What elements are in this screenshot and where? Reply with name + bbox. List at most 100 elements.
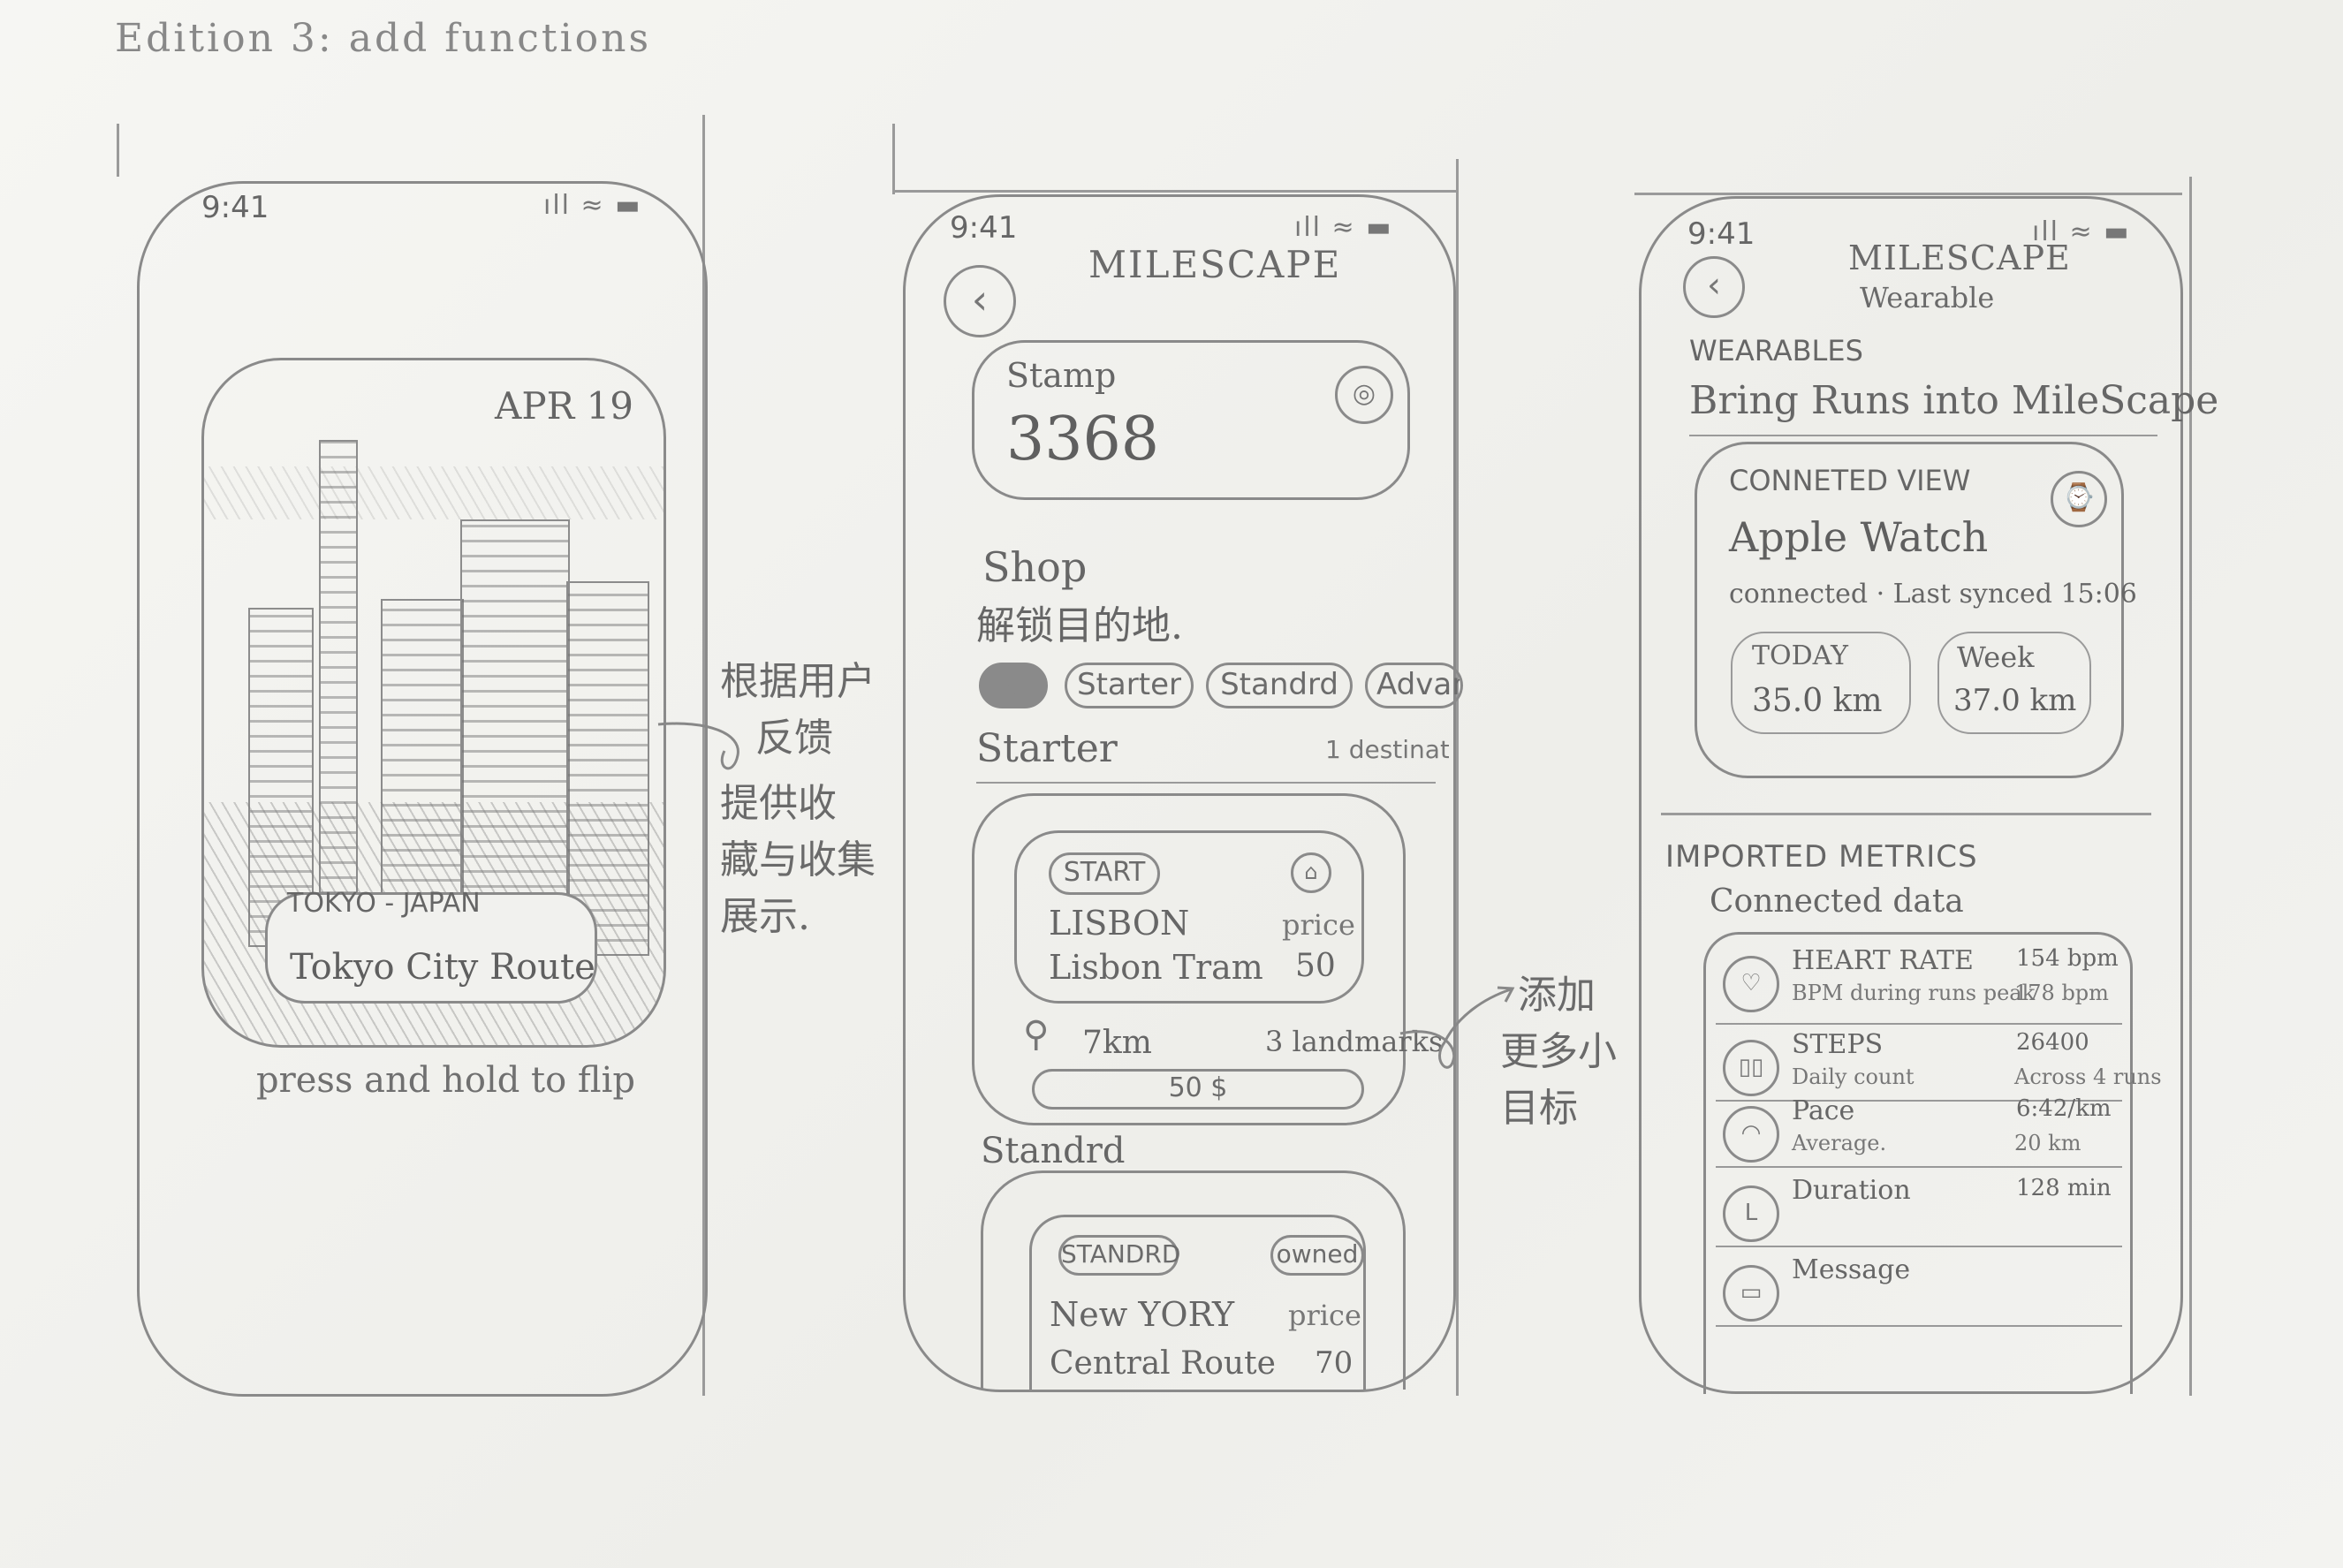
building-sketch	[566, 581, 649, 956]
metric-row[interactable]: ▭ Message	[1716, 1254, 2122, 1327]
annotation-note-1: 根据用户 反馈 提供收 藏与收集 展示.	[720, 654, 876, 945]
status-icons: ıll ≈ ▬	[1294, 212, 1393, 243]
standard-route-card[interactable]: STANDRD owned New YORY price Central Rou…	[1029, 1215, 1366, 1390]
phone-frame-2	[903, 194, 1456, 1392]
week-tile: Week 37.0 km	[1937, 632, 2091, 734]
speedometer-icon: ◠	[1723, 1106, 1779, 1163]
message-icon: ▭	[1723, 1265, 1779, 1322]
stamp-value: 3368	[1006, 405, 1160, 474]
sky-sketch	[204, 466, 663, 519]
filter-standard[interactable]: Standrd	[1206, 663, 1353, 708]
metric-sub: Daily count	[1792, 1064, 1915, 1089]
week-value: 37.0 km	[1953, 683, 2077, 718]
filter-advanced[interactable]: Advan	[1365, 663, 1463, 708]
annotation-line: 提供收	[720, 781, 837, 826]
annotation-note-2: 添加 更多小 目标	[1500, 967, 1617, 1137]
phone-frame-1	[137, 181, 708, 1397]
annotation-line: 更多小	[1500, 1029, 1617, 1074]
route-name: Tokyo City Route	[290, 947, 595, 988]
route-city: LISBON	[1049, 904, 1190, 943]
imported-title: IMPORTED METRICS	[1665, 839, 1978, 875]
divider	[1661, 813, 2151, 815]
starter-route-card[interactable]: START ⌂ LISBON price Lisbon Tram 50	[1014, 830, 1364, 1004]
filter-all[interactable]: All	[979, 663, 1048, 708]
sheet-title: Edition 3: add functions	[115, 16, 652, 61]
route-title: Lisbon Tram	[1049, 948, 1263, 987]
stamp-card: Stamp 3368 ◎	[972, 340, 1410, 500]
divider	[976, 782, 1436, 784]
standard-outer-card[interactable]	[981, 1170, 1406, 1390]
flip-hint: press and hold to flip	[256, 1060, 636, 1101]
imported-subtitle: Connected data	[1710, 883, 1964, 920]
buy-button[interactable]: 50 $	[1032, 1069, 1364, 1110]
route-title: Central Route	[1050, 1345, 1276, 1382]
shop-title: Shop	[982, 543, 1088, 591]
frame-guide	[702, 115, 705, 1396]
annotation-line: 添加	[1518, 973, 1596, 1018]
starter-outer-card[interactable]	[972, 793, 1406, 1125]
filter-starter[interactable]: Starter	[1065, 663, 1194, 708]
connected-device-card[interactable]: CONNETED VIEW ⌚ Apple Watch connected · …	[1695, 442, 2137, 778]
postcard-date: APR 19	[495, 384, 634, 428]
price-label: price	[1288, 1299, 1361, 1332]
metric-name: Duration	[1792, 1175, 1911, 1206]
annotation-line: 藏与收集	[720, 837, 876, 882]
today-label: TODAY	[1752, 640, 1848, 671]
metric-sub-value: 178 bpm	[2014, 981, 2109, 1005]
connected-view-label: CONNETED VIEW	[1729, 464, 1971, 497]
postcard[interactable]	[201, 358, 666, 1048]
headline: Bring Runs into MileScape	[1689, 378, 2219, 423]
pin-icon: ⚲	[1023, 1014, 1050, 1055]
route-distance: 7km	[1082, 1025, 1152, 1061]
metric-name: STEPS	[1792, 1029, 1884, 1060]
route-price: 50	[1295, 948, 1336, 984]
route-price: 70	[1315, 1345, 1353, 1381]
annotation-arrow	[1399, 986, 1515, 1069]
frame-guide	[892, 190, 1458, 193]
route-label-card	[265, 892, 597, 1004]
standard-badge: STANDRD	[1058, 1235, 1180, 1276]
metric-sub-value: 20 km	[2014, 1131, 2081, 1155]
metric-name: Pace	[1792, 1095, 1855, 1126]
today-tile: TODAY 35.0 km	[1731, 632, 1911, 734]
coins-icon: ◎	[1335, 366, 1393, 424]
metric-sub: Average.	[1792, 1131, 1887, 1155]
metric-name: HEART RATE	[1792, 945, 1974, 976]
tower-sketch	[319, 440, 358, 938]
frame-guide	[892, 124, 895, 194]
status-icons: ıll ≈ ▬	[543, 190, 642, 221]
phone-frame-3	[1639, 196, 2183, 1394]
shop-subtitle: 解锁目的地.	[976, 603, 1183, 648]
footprints-icon: ▯▯	[1723, 1040, 1779, 1096]
app-title: MILESCAPE	[1848, 239, 2071, 277]
back-button[interactable]: ‹	[944, 265, 1016, 337]
week-label: Week	[1957, 640, 2035, 674]
section-standard: Standrd	[981, 1131, 1126, 1171]
metric-name: Message	[1792, 1254, 1911, 1285]
status-time: 9:41	[201, 190, 269, 225]
annotation-line: 展示.	[720, 894, 810, 939]
frame-guide	[1456, 159, 1459, 1396]
sync-status: connected · Last synced 15:06	[1729, 579, 2137, 610]
status-time: 9:41	[1687, 216, 1755, 252]
watch-icon: ⌚	[2051, 471, 2107, 527]
metric-value: 128 min	[2016, 1175, 2112, 1201]
back-button[interactable]: ‹	[1683, 256, 1745, 318]
annotation-arrow	[657, 722, 739, 770]
stamp-label: Stamp	[1006, 356, 1117, 395]
metric-value: 6:42/km	[2016, 1095, 2112, 1122]
metric-sub: BPM during runs peak	[1792, 981, 2036, 1005]
start-badge: START	[1049, 852, 1160, 895]
divider	[1689, 435, 2157, 436]
metrics-card	[1703, 932, 2133, 1394]
price-label: price	[1282, 908, 1355, 942]
owned-badge: owned	[1270, 1235, 1364, 1276]
frame-guide	[117, 124, 119, 177]
heart-icon: ♡	[1723, 956, 1779, 1012]
building-sketch	[248, 608, 314, 947]
app-subtitle: Wearable	[1860, 281, 1995, 314]
